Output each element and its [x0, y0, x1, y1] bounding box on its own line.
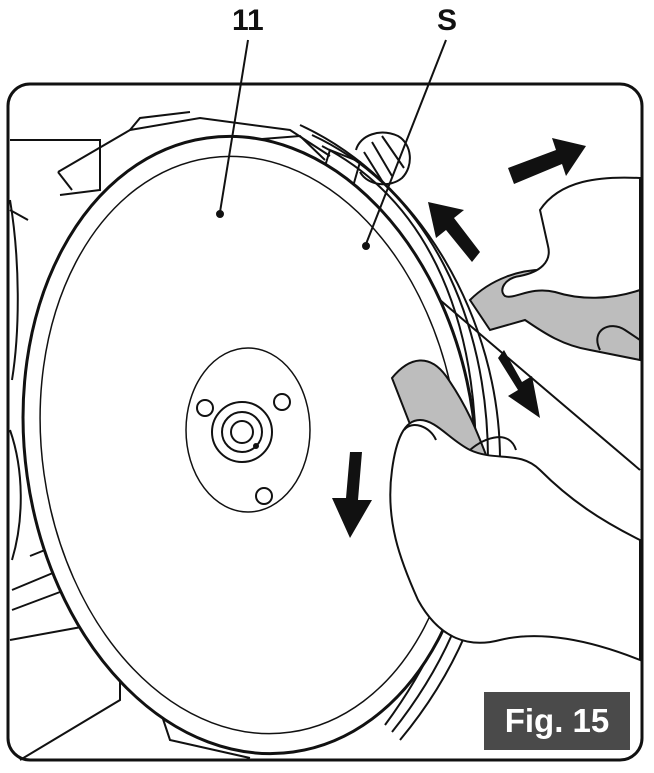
- arrow-down-icon: [332, 452, 372, 538]
- arrow-up-right-icon: [508, 138, 586, 184]
- motion-arrows: [332, 138, 586, 538]
- callout-s: S: [437, 4, 458, 37]
- blade-11: [21, 134, 479, 756]
- arrow-down-right-icon: [498, 350, 540, 418]
- callout-11: 11: [232, 4, 264, 37]
- lower-hand: [389, 359, 641, 662]
- arrow-up-left-icon: [428, 202, 480, 262]
- figure-label: Fig. 15: [484, 692, 630, 750]
- upper-hand: [468, 176, 641, 362]
- leader-lines: [216, 39, 447, 250]
